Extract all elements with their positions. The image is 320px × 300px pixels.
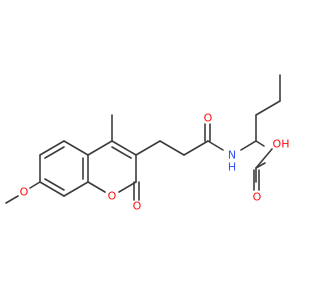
atom-labels: O O O O N H OH O [20,112,290,213]
atom-n-amide: N [228,149,236,162]
atom-o-acid-carbonyl: O [253,191,262,204]
molecule-structure: O O O O N H OH O [5,74,290,213]
atom-o-methoxy: O [20,186,29,199]
atom-o-amide: O [204,112,213,125]
atom-o-lactone-carbonyl: O [133,200,142,213]
atom-n-amide-hydrogen: H [228,161,236,174]
atom-o-ring: O [108,190,117,203]
atom-o-acid-hydroxyl: OH [273,138,290,151]
bond-lines [5,74,281,204]
